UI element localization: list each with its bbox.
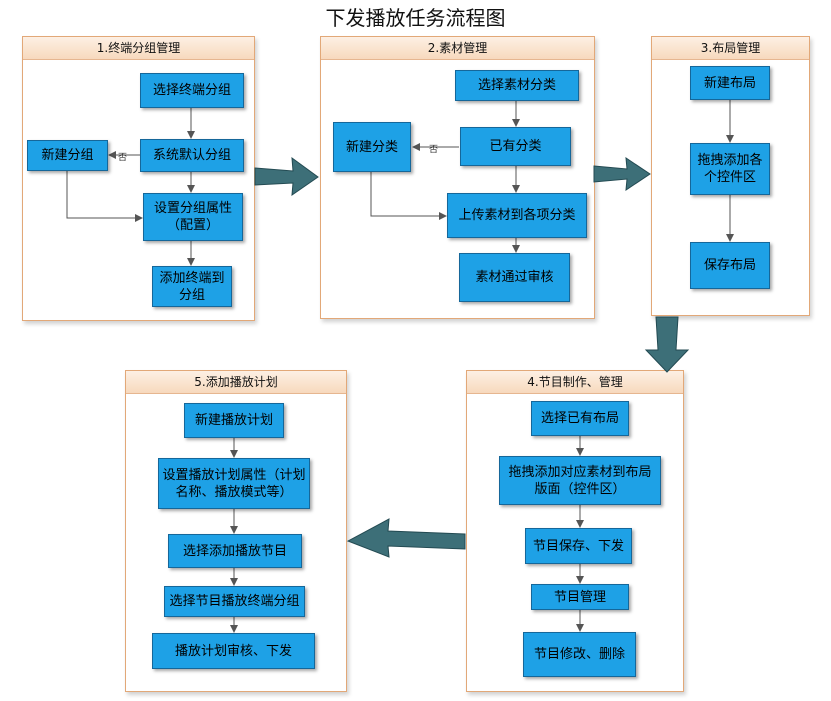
node-add-terminal-to-group: 添加终端到分组 <box>152 266 232 307</box>
node-select-terminal-group: 选择节目播放终端分组 <box>164 586 305 617</box>
node-new-layout: 新建布局 <box>690 66 770 100</box>
flow-arrow-2-to-3 <box>593 157 651 191</box>
connector-line <box>370 172 447 220</box>
node-drag-materials-to-layout: 拖拽添加对应素材到布局版面（控件区） <box>499 456 661 505</box>
node-new-group: 新建分组 <box>27 140 108 171</box>
no-label: 否 <box>118 153 128 163</box>
node-play-plan-properties: 设置播放计划属性（计划名称、播放模式等） <box>158 458 310 509</box>
node-material-review: 素材通过审核 <box>459 253 570 302</box>
panel-header: 2.素材管理 <box>321 37 594 60</box>
node-new-category: 新建分类 <box>333 122 411 172</box>
diagram-title: 下发播放任务流程图 <box>325 6 506 30</box>
flow-arrow-4-to-5 <box>346 518 466 558</box>
node-save-layout: 保存布局 <box>690 242 770 289</box>
node-select-material-category: 选择素材分类 <box>455 70 579 101</box>
node-existing-category: 已有分类 <box>460 127 571 166</box>
node-upload-material: 上传素材到各项分类 <box>447 193 587 238</box>
no-label: 否 <box>429 145 439 155</box>
node-program-management: 节目管理 <box>531 584 629 610</box>
node-review-publish-plan: 播放计划审核、下发 <box>152 633 315 669</box>
flow-arrow-3-to-4 <box>644 316 690 373</box>
panel-header: 4.节目制作、管理 <box>467 371 683 394</box>
connector-line <box>66 171 143 222</box>
node-select-terminal-group: 选择终端分组 <box>140 73 244 108</box>
flow-arrow-1-to-2 <box>254 156 319 197</box>
node-new-play-plan: 新建播放计划 <box>184 403 284 438</box>
node-select-program: 选择添加播放节目 <box>168 534 302 568</box>
panel-header: 1.终端分组管理 <box>23 37 254 60</box>
panel-header: 3.布局管理 <box>652 37 809 60</box>
node-system-default-group: 系统默认分组 <box>140 139 244 172</box>
node-select-existing-layout: 选择已有布局 <box>531 401 629 436</box>
node-save-publish-program: 节目保存、下发 <box>525 528 632 564</box>
node-edit-delete-program: 节目修改、删除 <box>523 632 636 677</box>
node-drag-controls: 拖拽添加各个控件区 <box>690 143 770 195</box>
node-group-properties: 设置分组属性（配置） <box>143 193 243 241</box>
panel-header: 5.添加播放计划 <box>126 371 346 394</box>
